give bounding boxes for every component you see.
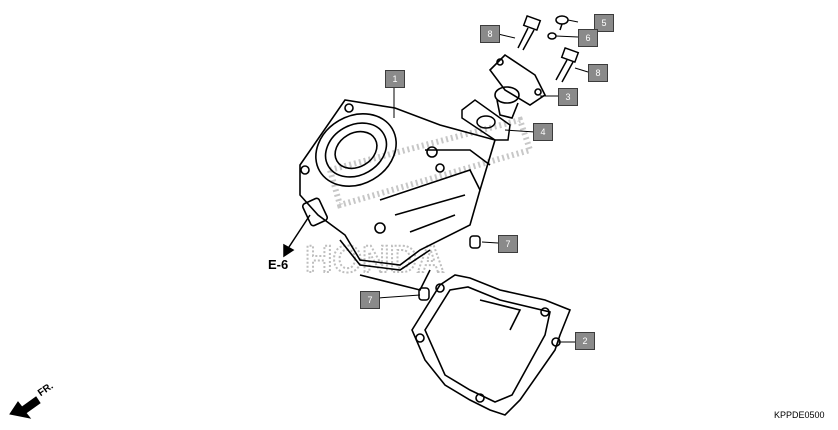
base-gasket [411, 274, 572, 416]
callout-5: 5 [594, 14, 614, 32]
dowel-pin-upper [469, 235, 481, 249]
bolt-right [555, 46, 580, 83]
callout-7-upper: 7 [498, 235, 518, 253]
callout-2: 2 [575, 332, 595, 350]
reference-label: E-6 [268, 257, 289, 272]
leader-lines [377, 19, 589, 343]
fr-arrow [9, 396, 41, 419]
dowel-pin-lower [418, 287, 430, 301]
callout-7-lower: 7 [360, 291, 380, 309]
callout-3: 3 [558, 88, 578, 106]
callout-4: 4 [533, 123, 553, 141]
sealing-screw [555, 15, 569, 31]
callout-1: 1 [385, 70, 405, 88]
bolt-upper [517, 14, 542, 51]
tensioner-gasket [461, 99, 511, 141]
svg-text:HONDA: HONDA [305, 239, 444, 281]
o-ring [547, 32, 557, 40]
cam-chain-tensioner [488, 53, 547, 119]
part-code: KPPDE0500 [774, 410, 825, 420]
callout-8-right: 8 [588, 64, 608, 82]
callout-6: 6 [578, 29, 598, 47]
honda-watermark: HONDA [304, 116, 534, 282]
e6-pointer [283, 214, 311, 258]
callout-8-upper: 8 [480, 25, 500, 43]
cylinder-block [299, 99, 497, 291]
